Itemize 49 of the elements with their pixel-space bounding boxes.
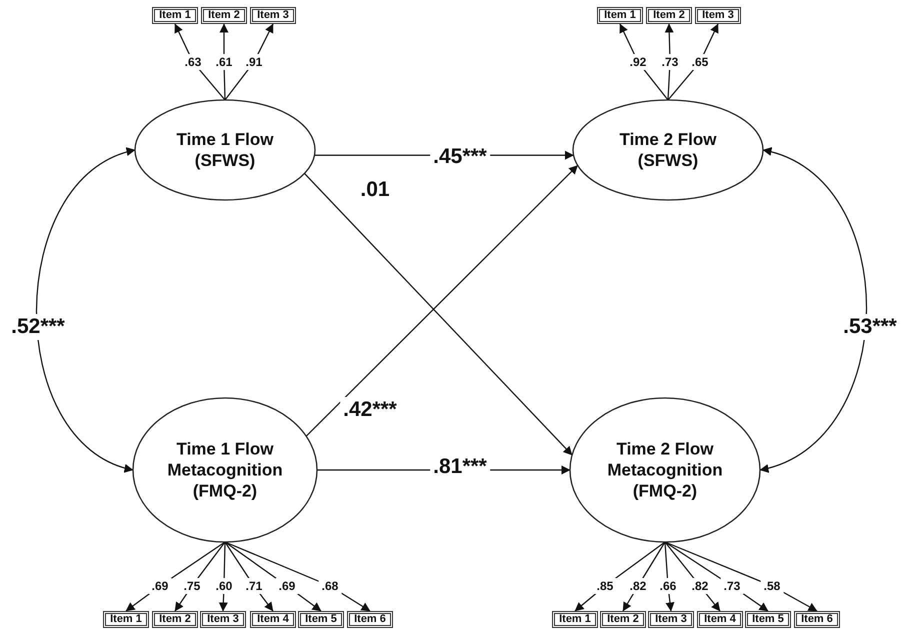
item-box: Item 5 xyxy=(298,611,344,628)
covariance-arrow xyxy=(36,148,136,472)
item-box: Item 1 xyxy=(597,7,643,24)
path-arrow xyxy=(668,24,719,100)
item-box: Item 2 xyxy=(201,7,247,24)
path-arrow xyxy=(224,542,322,612)
item-box: Item 6 xyxy=(347,611,393,628)
factor-loading: .69 xyxy=(148,578,172,594)
item-box: Item 1 xyxy=(552,611,598,628)
factor-loading: .69 xyxy=(276,578,298,594)
item-box: Item 1 xyxy=(103,611,149,628)
path-arrow xyxy=(224,542,274,612)
item-box: Item 2 xyxy=(152,611,198,628)
path-arrow xyxy=(224,541,370,612)
latent-variable-ellipse xyxy=(134,99,316,201)
path-arrow xyxy=(664,542,768,612)
item-box: Item 5 xyxy=(745,611,791,628)
path-arrow xyxy=(664,541,818,612)
latent-variable-ellipse xyxy=(572,99,764,201)
latent-variable-label: Time 1 Flow Metacognition (FMQ-2) xyxy=(166,438,284,502)
item-box: Item 6 xyxy=(794,611,840,628)
latent-variable-label: Time 2 Flow (SFWS) xyxy=(618,129,718,171)
item-box: Item 3 xyxy=(695,7,741,24)
path-arrow xyxy=(174,542,226,612)
item-box: Item 1 xyxy=(152,7,198,24)
item-box: Item 4 xyxy=(697,611,743,628)
factor-loading: .68 xyxy=(318,578,342,594)
latent-variable-ellipse xyxy=(132,397,318,543)
latent-variable-ellipse xyxy=(569,397,761,543)
latent-variable-label: Time 2 Flow Metacognition (FMQ-2) xyxy=(606,438,724,502)
latent-variable-label: Time 1 Flow (SFWS) xyxy=(176,129,274,171)
path-arrow xyxy=(174,24,226,100)
item-box: Item 4 xyxy=(250,611,296,628)
factor-loading: .73 xyxy=(720,578,744,594)
path-arrow xyxy=(619,24,668,100)
item-box: Item 2 xyxy=(600,611,646,628)
path-arrow xyxy=(574,542,666,612)
item-box: Item 3 xyxy=(250,7,296,24)
covariance-arrow xyxy=(760,148,867,472)
item-box: Item 3 xyxy=(200,611,246,628)
path-arrow xyxy=(622,542,666,612)
path-arrow xyxy=(126,542,226,612)
item-box: Item 3 xyxy=(648,611,694,628)
item-box: Item 2 xyxy=(646,7,692,24)
path-arrow xyxy=(664,24,674,100)
path-arrow xyxy=(224,24,274,100)
factor-loading: .58 xyxy=(760,578,784,594)
path-arrow xyxy=(218,542,228,612)
factor-loading: .85 xyxy=(594,578,616,594)
